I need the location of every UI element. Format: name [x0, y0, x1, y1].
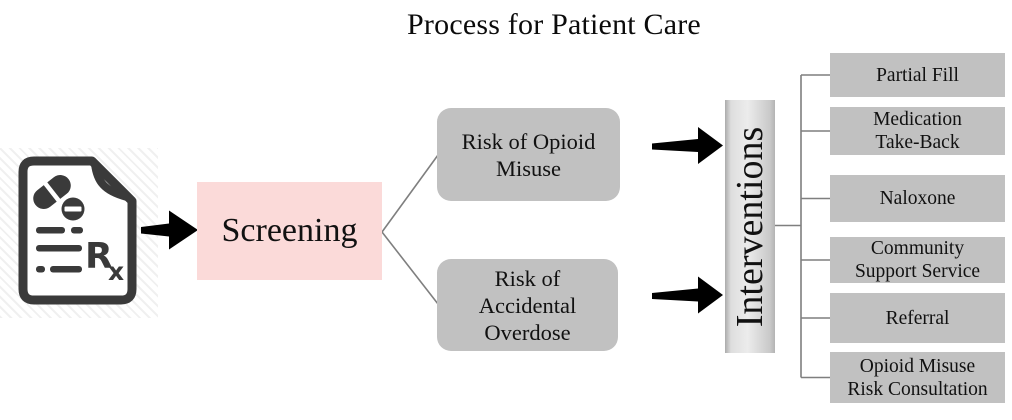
screening-node: Screening [197, 182, 382, 280]
intervention-item-referral: Referral [830, 293, 1005, 343]
tablet-minus-icon [61, 197, 85, 221]
interventions-node: Interventions [725, 100, 775, 353]
arrow-right-icon-overdose [652, 276, 723, 314]
page-title: Process for Patient Care [407, 8, 701, 41]
screening-to-risk2-line [381, 231, 439, 305]
prescription-document-icon: R x [0, 148, 158, 318]
intervention-item-naloxone: Naloxone [830, 175, 1005, 222]
arrow-right-icon-screening [141, 210, 198, 250]
risk-opioid-misuse-label: Risk of Opioid Misuse [461, 128, 596, 181]
intervention-item-label: Referral [885, 307, 950, 329]
text-lines-icon [36, 227, 83, 273]
rx-symbol: R x [85, 236, 124, 286]
capsule-icon [33, 175, 71, 209]
intervention-item-label: Opioid Misuse Risk Consultation [847, 355, 988, 400]
intervention-item-partial-fill: Partial Fill [830, 53, 1005, 97]
risk-accidental-overdose-label: Risk of Accidental Overdose [478, 265, 577, 345]
risk-accidental-overdose-node: Risk of Accidental Overdose [437, 259, 618, 351]
risk-opioid-misuse-node: Risk of Opioid Misuse [437, 108, 620, 201]
interventions-branch-lines [775, 74, 830, 379]
screening-label: Screening [221, 212, 358, 249]
arrow-right-icon-misuse [652, 127, 723, 164]
intervention-item-label: Community Support Service [854, 238, 981, 282]
intervention-item-label: Partial Fill [876, 64, 959, 86]
screening-to-risk1-line [381, 154, 439, 233]
rx-symbol-r: R [85, 236, 113, 277]
rx-symbol-x: x [108, 257, 124, 286]
folded-corner-icon [91, 160, 131, 201]
intervention-item-community-support-service: Community Support Service [830, 237, 1005, 283]
intervention-item-label: Medication Take-Back [873, 109, 962, 153]
intervention-item-medication-take-back: Medication Take-Back [830, 107, 1005, 155]
intervention-item-opioid-misuse-risk-consultation: Opioid Misuse Risk Consultation [830, 352, 1005, 403]
rx-document-svg: R x [18, 156, 137, 305]
intervention-item-label: Naloxone [879, 188, 956, 209]
interventions-label: Interventions [729, 126, 771, 327]
